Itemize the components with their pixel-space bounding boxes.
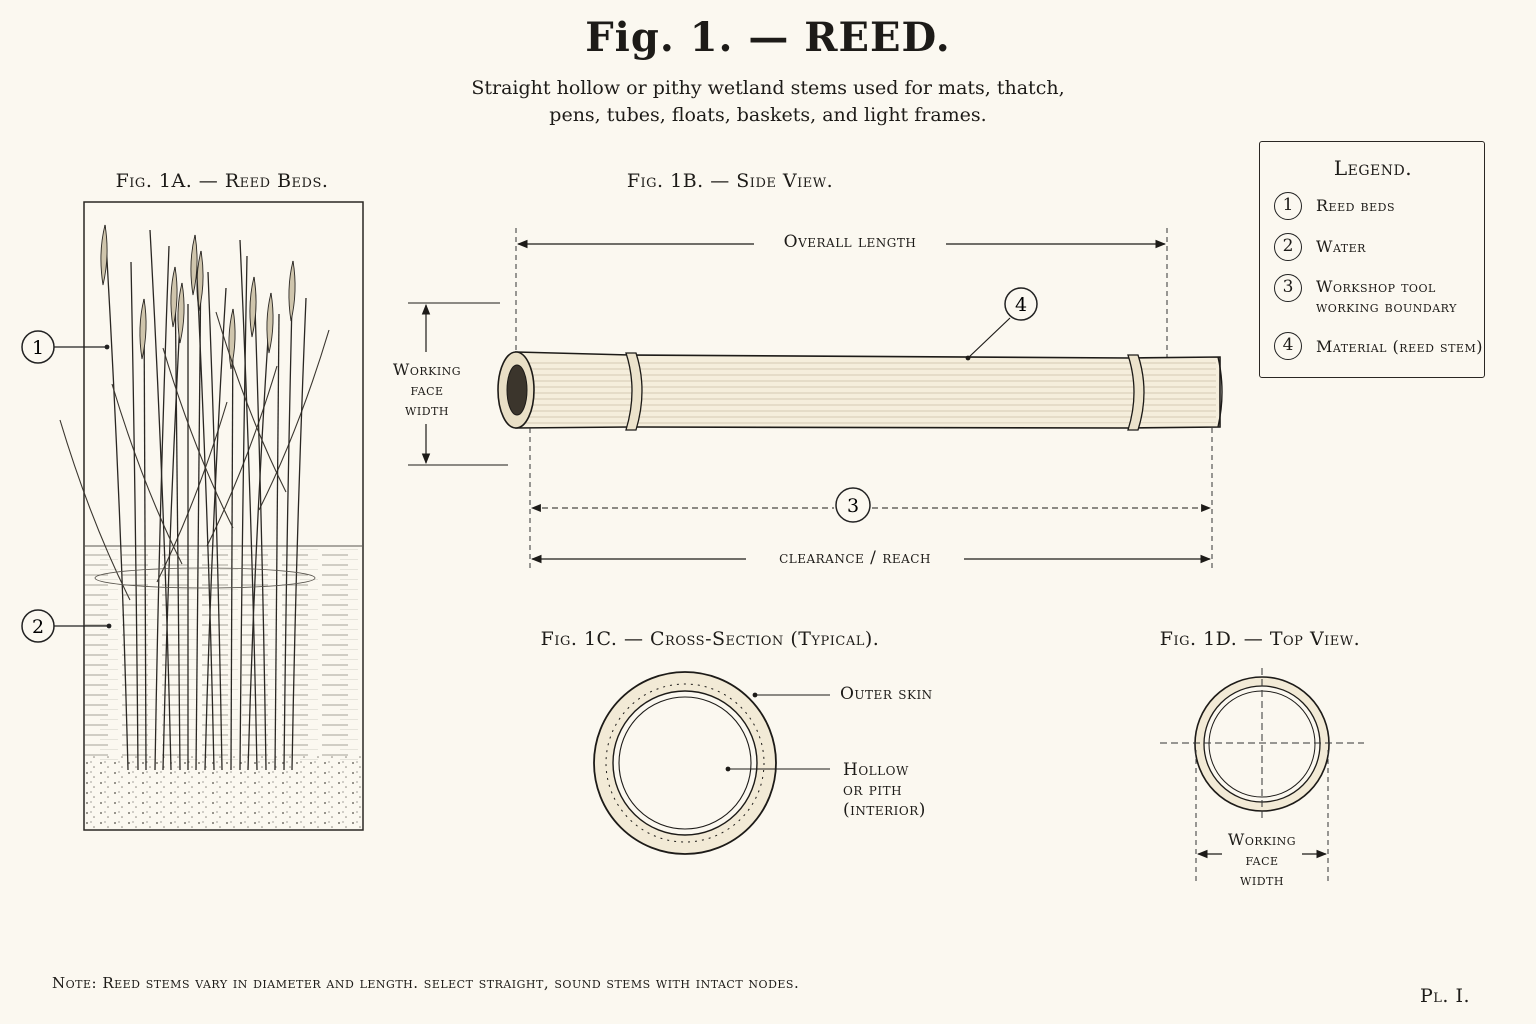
fig-1b-caption: Fig. 1B. — Side View. — [626, 170, 834, 192]
overall-length-label: Overall length — [783, 232, 917, 252]
fig-1c-cross-section — [593, 671, 830, 855]
fig-1b-side-view: 4 3 — [408, 228, 1223, 572]
clearance-reach-label: clearance / reach — [779, 548, 931, 568]
reed-plume — [249, 276, 257, 338]
legend-item-3-line-2: working boundary — [1316, 297, 1457, 316]
wfw-line-1: Working — [392, 360, 462, 379]
subtitle-line-1: Straight hollow or pithy wetland stems u… — [471, 77, 1065, 99]
fig-1a-caption: Fig. 1A. — Reed Beds. — [115, 170, 329, 192]
reed-stem — [162, 282, 183, 771]
interior-hollow — [618, 696, 752, 830]
reed-leaf — [162, 347, 234, 529]
legend-box: Legend. 1 Reed beds 2 Water 3 Workshop t… — [1259, 141, 1485, 378]
reed-stem — [174, 266, 181, 771]
reed-leaf — [59, 419, 131, 601]
callout-3-circle — [835, 487, 871, 523]
reed-plume — [139, 298, 147, 360]
reed-plume — [177, 282, 185, 344]
reed-stem — [194, 234, 215, 771]
reed-plume — [100, 224, 108, 286]
callout-1-dot — [104, 344, 110, 350]
interior-label: Hollow or pith (interior) — [843, 760, 926, 820]
skin-texture — [605, 683, 765, 843]
water-ripple — [94, 567, 316, 589]
water-area — [85, 546, 362, 761]
reed-stem — [130, 261, 139, 771]
legend-item-3-line-1: Workshop tool — [1316, 277, 1436, 296]
legend-item-2-label: Water — [1316, 237, 1366, 256]
reed-stem — [143, 298, 147, 771]
page-subtitle: Straight hollow or pithy wetland stems u… — [368, 75, 1168, 129]
reed-stem — [104, 224, 129, 771]
reed-stem-end-right — [1217, 356, 1223, 428]
reed-plume — [266, 292, 274, 354]
legend-item-4-label: Material (reed stem) — [1316, 337, 1483, 356]
reed-stem — [149, 229, 172, 771]
wfw-line-2: face — [410, 380, 444, 399]
fig-1d-caption: Fig. 1D. — Top View. — [1159, 628, 1361, 650]
outer-skin-dot — [752, 692, 758, 698]
callout-2-dot — [106, 623, 112, 629]
reed-stem-grain — [520, 358, 1216, 424]
callout-2-number: 2 — [32, 616, 44, 638]
legend-item-4-number: 4 — [1274, 332, 1302, 360]
reed-stems — [59, 224, 330, 771]
reed-stem — [207, 271, 223, 771]
fig-1d-top-view — [1160, 668, 1364, 884]
callout-3-number: 3 — [847, 495, 859, 517]
top-working-face-width-label: Working face width — [1206, 830, 1318, 890]
top-wfw-line-3: width — [1240, 870, 1284, 889]
reed-plume — [228, 308, 236, 370]
reed-node-right — [1127, 354, 1145, 431]
top-wfw-line-1: Working — [1227, 830, 1297, 849]
mud-bed — [85, 755, 362, 829]
reed-node-left — [625, 352, 643, 431]
reed-stem — [247, 292, 272, 771]
reed-stem — [195, 250, 202, 771]
outer-skin-label: Outer skin — [840, 684, 933, 704]
callout-1-number: 1 — [32, 337, 44, 359]
legend-item-1-number: 1 — [1274, 192, 1302, 220]
wfw-line-3: width — [405, 400, 449, 419]
reed-leaf — [215, 311, 287, 493]
reed-leaf — [258, 329, 330, 511]
legend-item-3-label: Workshop tool working boundary — [1316, 277, 1457, 317]
reed-leaf — [111, 383, 183, 565]
reed-stem — [239, 255, 248, 771]
callout-4-number: 4 — [1015, 294, 1027, 316]
legend-item-1-label: Reed beds — [1316, 196, 1395, 215]
reed-plume — [190, 234, 198, 296]
legend-item-2-number: 2 — [1274, 233, 1302, 261]
callout-4-dot — [965, 355, 971, 361]
reed-plume — [170, 266, 178, 328]
reed-stem — [230, 308, 234, 771]
footer-note: Note: Reed stems vary in diameter and le… — [52, 974, 800, 992]
subtitle-line-2: pens, tubes, floats, baskets, and light … — [549, 104, 987, 126]
reed-leaf — [156, 401, 228, 583]
legend-title: Legend. — [1333, 156, 1413, 180]
reed-stem — [253, 276, 267, 771]
reed-stem — [283, 260, 294, 771]
fig-1c-caption: Fig. 1C. — Cross-Section (Typical). — [540, 628, 880, 650]
reed-stem — [291, 297, 307, 771]
callout-4-leader — [967, 317, 1011, 359]
reed-stem — [274, 313, 280, 771]
top-wfw-line-2: face — [1245, 850, 1279, 869]
interior-line-1: Hollow — [843, 760, 909, 780]
plate-number: Pl. I. — [1420, 985, 1471, 1007]
page-title: Fig. 1. — REED. — [585, 14, 951, 61]
reed-plume — [288, 260, 296, 322]
reed-hollow-bore — [506, 364, 528, 416]
interior-dot — [725, 766, 731, 772]
callout-4-circle — [1004, 287, 1038, 321]
reed-stem — [204, 287, 227, 771]
interior-line-3: (interior) — [843, 800, 926, 820]
fig-1a-reed-beds: 1 2 — [21, 201, 364, 831]
reed-stem — [154, 245, 170, 771]
interior-line-2: or pith — [843, 780, 903, 800]
reed-stem — [239, 239, 258, 771]
working-face-width-label: Working face width — [372, 360, 482, 420]
legend-item-3-number: 3 — [1274, 274, 1302, 302]
